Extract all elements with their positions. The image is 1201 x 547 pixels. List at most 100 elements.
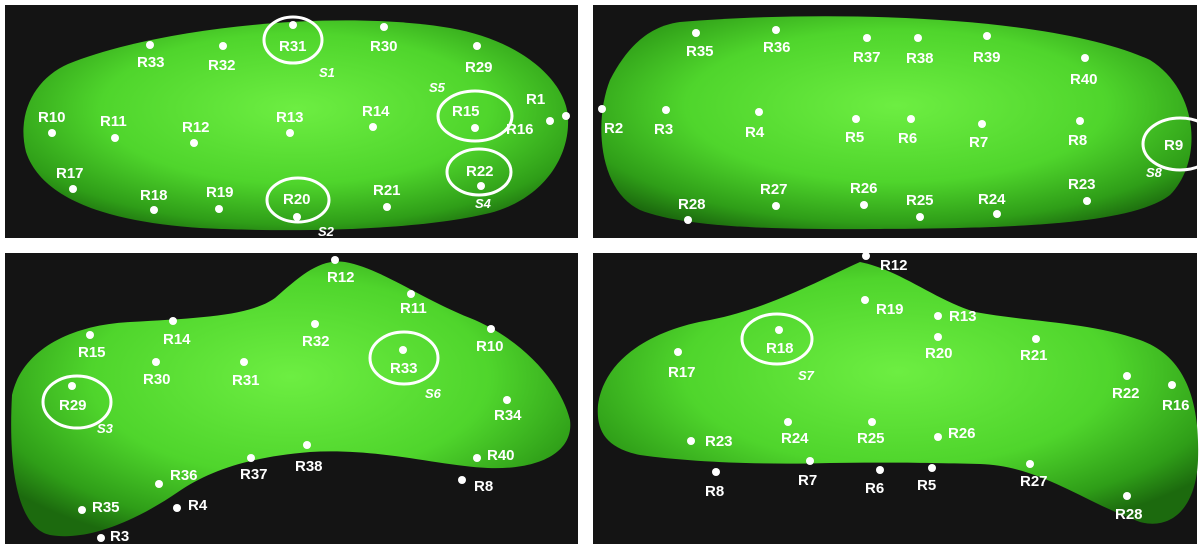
region-label-top-right-r40: R40 [1070,71,1098,88]
section-label-s1: S1 [319,65,335,80]
region-label-bottom-left-r11: R11 [400,300,427,317]
region-label-bottom-right-r13: R13 [949,308,977,325]
region-marker-top-left-r15 [471,124,479,132]
region-marker-top-left-r16 [562,112,570,120]
section-label-s2: S2 [318,224,335,239]
region-label-bottom-left-r8: R8 [474,478,493,495]
section-label-s8: S8 [1146,165,1163,180]
region-label-top-left-r11: R11 [100,113,127,130]
region-label-top-left-r16: R16 [506,121,534,138]
region-label-bottom-right-r22: R22 [1112,385,1140,402]
region-label-bottom-right-r17: R17 [668,364,696,381]
selection-ellipses [41,15,1201,430]
region-label-top-right-r4: R4 [745,124,765,141]
region-label-top-right-r5: R5 [845,129,864,146]
region-label-bottom-left-r35: R35 [92,499,120,516]
section-label-s5: S5 [429,80,446,95]
region-label-bottom-right-r18: R18 [766,340,794,357]
region-marker-bottom-left-r32 [311,320,319,328]
region-marker-bottom-left-r40 [473,454,481,462]
region-label-bottom-left-r37: R37 [240,466,268,483]
region-marker-top-right-r9 [1197,123,1201,131]
region-label-bottom-left-r29: R29 [59,397,87,414]
region-marker-top-left-r14 [369,123,377,131]
region-label-bottom-right-r7: R7 [798,472,817,489]
region-marker-top-left-r21 [383,203,391,211]
region-marker-bottom-right-r12 [862,252,870,260]
region-marker-top-right-r3 [662,106,670,114]
region-marker-bottom-right-r5 [928,464,936,472]
region-label-top-right-r27: R27 [760,181,788,198]
section-label-s7: S7 [798,368,815,383]
region-marker-top-left-r13 [286,129,294,137]
section-label-s4: S4 [475,196,492,211]
region-label-top-right-r28: R28 [678,196,706,213]
region-label-top-right-r23: R23 [1068,176,1096,193]
region-label-top-left-r30: R30 [370,38,398,55]
region-marker-bottom-right-r16 [1168,381,1176,389]
region-marker-bottom-left-r36 [155,480,163,488]
region-marker-top-left-r10 [48,129,56,137]
region-label-bottom-right-r21: R21 [1020,347,1048,364]
region-label-top-left-r20: R20 [283,191,311,208]
asteroid-shape-bottom-left [11,261,571,537]
region-label-top-right-r37: R37 [853,49,881,66]
region-label-top-left-r31: R31 [279,38,307,55]
region-marker-top-right-r4 [755,108,763,116]
region-marker-top-right-r37 [863,34,871,42]
region-label-top-left-r21: R21 [373,182,401,199]
region-label-bottom-left-r4: R4 [188,497,208,514]
region-marker-top-right-r23 [1083,197,1091,205]
region-marker-bottom-right-r8 [712,468,720,476]
region-label-top-left-r10: R10 [38,109,66,126]
region-marker-top-left-r32 [219,42,227,50]
region-marker-bottom-left-r14 [169,317,177,325]
region-label-bottom-right-r12: R12 [880,257,908,274]
region-marker-bottom-right-r18 [775,326,783,334]
region-label-bottom-right-r6: R6 [865,480,884,497]
region-marker-bottom-right-r21 [1032,335,1040,343]
region-label-top-right-r6: R6 [898,130,917,147]
region-marker-top-right-r27 [772,202,780,210]
region-label-top-right-r36: R36 [763,39,791,56]
region-marker-top-left-r20 [293,213,301,221]
region-marker-bottom-left-r31 [240,358,248,366]
region-label-top-right-r8: R8 [1068,132,1087,149]
region-marker-bottom-left-r8 [458,476,466,484]
region-marker-top-right-r36 [772,26,780,34]
region-label-bottom-left-r10: R10 [476,338,504,355]
region-label-top-left-r22: R22 [466,163,494,180]
region-marker-top-right-r7 [978,120,986,128]
region-marker-top-left-r17 [69,185,77,193]
region-label-bottom-left-r31: R31 [232,372,260,389]
region-label-bottom-right-r16: R16 [1162,397,1190,414]
region-label-bottom-right-r25: R25 [857,430,885,447]
selection-ellipse-s6 [368,330,440,386]
region-marker-top-left-r33 [146,41,154,49]
region-markers [48,21,1201,542]
region-label-bottom-left-r30: R30 [143,371,171,388]
region-label-bottom-right-r8: R8 [705,483,724,500]
region-marker-bottom-right-r27 [1026,460,1034,468]
selection-ellipse-s3 [41,374,113,430]
region-label-bottom-left-r36: R36 [170,467,198,484]
region-label-top-right-r3: R3 [654,121,673,138]
selection-ellipse-s5 [436,89,514,143]
region-label-top-left-r33: R33 [137,54,165,71]
region-label-top-right-r26: R26 [850,180,878,197]
region-label-bottom-left-r3: R3 [110,528,129,545]
region-marker-bottom-right-r13 [934,312,942,320]
region-marker-bottom-right-r7 [806,457,814,465]
region-label-bottom-right-r5: R5 [917,477,936,494]
selection-ellipse-s2 [265,176,331,224]
region-marker-bottom-left-r10 [487,325,495,333]
asteroid-shape-bottom-right [597,262,1199,524]
region-label-bottom-left-r32: R32 [302,333,330,350]
region-marker-top-right-r6 [907,115,915,123]
region-label-bottom-left-r12: R12 [327,269,355,286]
region-marker-bottom-right-r20 [934,333,942,341]
region-marker-bottom-left-r29 [68,382,76,390]
